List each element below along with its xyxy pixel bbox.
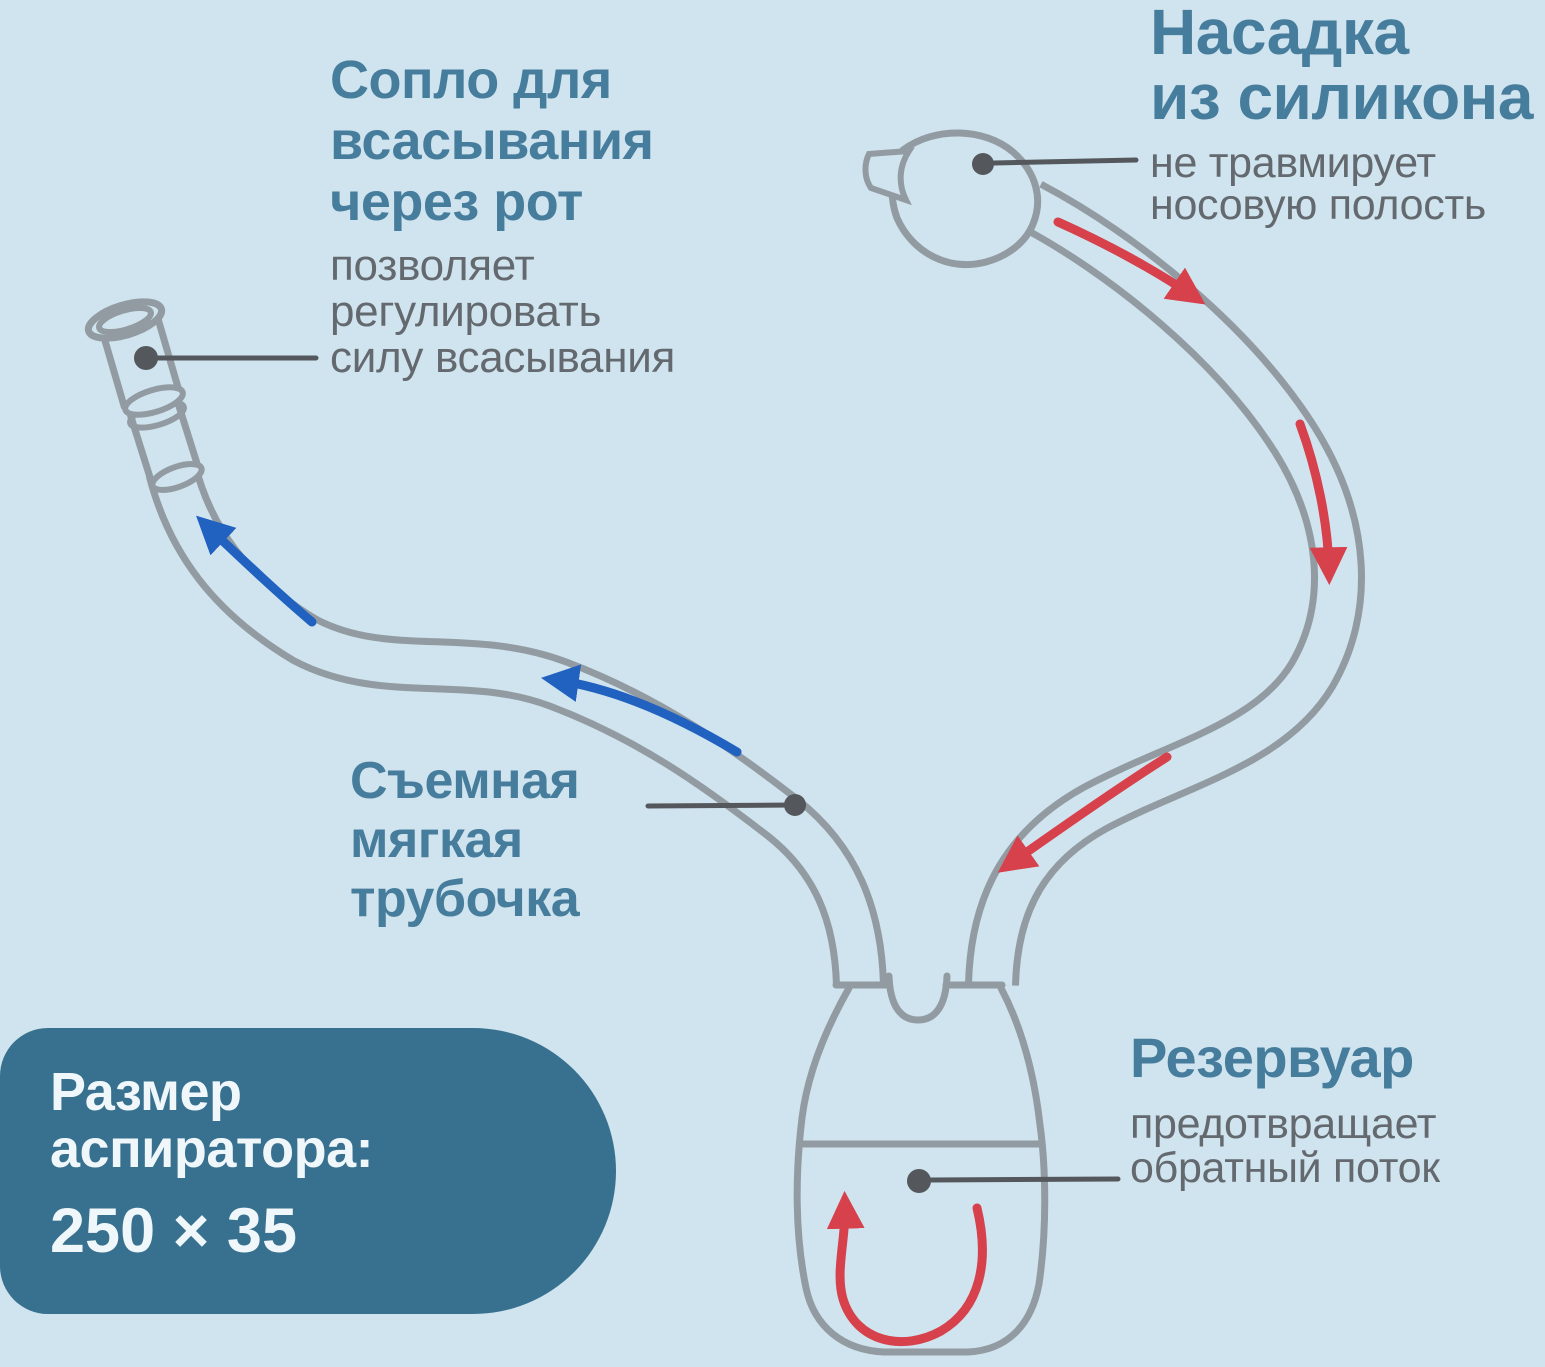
title-line: Резервуар [1130, 1026, 1414, 1089]
size-badge: Размер аспиратора: 250 × 35 [0, 1028, 616, 1314]
blue-flow-arrows-icon [196, 515, 742, 757]
silicone-nozzle-title: Насадка из силикона [1150, 0, 1533, 130]
silicone-nozzle-description: не травмирует носовую полость [1150, 139, 1533, 229]
callout-tube [645, 794, 806, 816]
mouthpiece-title: Сопло для всасывания через рот [330, 50, 675, 233]
title-line: Насадка [1150, 0, 1409, 68]
mouthpiece-shape [84, 298, 205, 493]
nose-tube-shape [965, 181, 1365, 987]
desc-line: не травмирует [1150, 139, 1436, 187]
desc-line: предотвращает [1130, 1100, 1437, 1148]
silicone-nozzle-label: Насадка из силикона не травмирует носову… [1150, 0, 1533, 229]
title-line: из силикона [1150, 61, 1533, 133]
mouthpiece-rim [84, 298, 166, 342]
reservoir-label: Резервуар предотвращает обратный поток [1130, 1028, 1440, 1191]
soft-tube-title: Съемная мягкая трубочка [350, 752, 580, 929]
callout-dot [907, 1169, 931, 1193]
title-line: через рот [330, 172, 583, 232]
size-badge-value: 250 × 35 [50, 1196, 297, 1266]
callout-dot [134, 346, 158, 370]
silicone-tip-shape [862, 129, 1042, 269]
callout-dot [972, 153, 994, 175]
callout-reservoir [907, 1169, 1121, 1193]
size-badge-label-line: Размер [50, 1062, 242, 1122]
size-badge-label-line: аспиратора: [50, 1119, 374, 1179]
title-line: Сопло для [330, 50, 612, 110]
reservoir-title: Резервуар [1130, 1028, 1440, 1088]
title-line: всасывания [330, 111, 654, 171]
title-line: мягкая [350, 811, 523, 869]
desc-line: обратный поток [1130, 1144, 1440, 1192]
soft-tube-label: Съемная мягкая трубочка [350, 752, 580, 929]
callout-dot [784, 794, 806, 816]
desc-line: носовую полость [1150, 181, 1486, 229]
title-line: трубочка [350, 870, 580, 928]
red-flow-arrows-icon [826, 217, 1348, 1347]
reservoir-description: предотвращает обратный поток [1130, 1102, 1440, 1190]
callout-mouthpiece [134, 346, 319, 370]
desc-line: силу всасывания [330, 333, 676, 382]
mouthpiece-label: Сопло для всасывания через рот позволяет… [330, 50, 675, 381]
mouthpiece-description: позволяет регулировать силу всасывания [330, 243, 675, 381]
title-line: Съемная [350, 752, 580, 810]
reservoir-shape [793, 972, 1049, 1356]
desc-line: регулировать [330, 287, 602, 336]
desc-line: позволяет [330, 241, 535, 290]
callout-silicone-tip [972, 153, 1139, 175]
